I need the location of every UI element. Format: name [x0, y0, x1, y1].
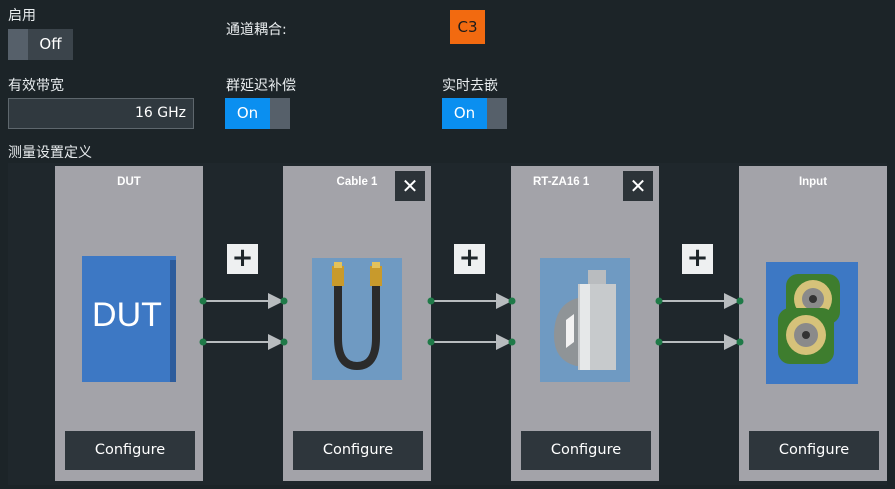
bandwidth-label: 有效带宽	[8, 78, 64, 94]
block-input[interactable]: Input Configure	[739, 166, 887, 481]
enable-label: 启用	[8, 8, 36, 24]
cable-icon	[312, 258, 402, 380]
port-dot	[655, 338, 663, 346]
realtime-deembed-label: 实时去嵌	[442, 78, 498, 94]
toggle-knob	[487, 98, 507, 129]
port-dot	[199, 297, 207, 305]
configure-button[interactable]: Configure	[293, 431, 423, 470]
configure-button[interactable]: Configure	[521, 431, 651, 470]
channel-coupling-label: 通道耦合:	[226, 22, 287, 38]
setup-definition-label: 测量设置定义	[8, 145, 92, 161]
bandwidth-field[interactable]: 16 GHz	[8, 98, 194, 129]
block-title: Input	[798, 176, 828, 188]
group-delay-toggle[interactable]: On	[225, 98, 290, 129]
port-dot	[736, 297, 744, 305]
toggle-label: On	[225, 98, 270, 129]
remove-block-icon[interactable]: ✕	[395, 171, 425, 201]
block-title: DUT	[117, 176, 141, 188]
block-title: Cable 1	[336, 176, 378, 188]
realtime-deembed-toggle[interactable]: On	[442, 98, 507, 129]
block-probe-adapter[interactable]: RT-ZA16 1 ✕ Configure	[511, 166, 659, 481]
group-delay-label: 群延迟补偿	[226, 78, 296, 94]
remove-block-icon[interactable]: ✕	[623, 171, 653, 201]
port-dot	[736, 338, 744, 346]
port-dot	[508, 297, 516, 305]
configure-button[interactable]: Configure	[749, 431, 879, 470]
toggle-knob	[8, 29, 28, 60]
add-block-button[interactable]: +	[682, 244, 713, 274]
dut-icon-text: DUT	[92, 296, 162, 334]
toggle-label: On	[442, 98, 487, 129]
add-block-button[interactable]: +	[454, 244, 485, 274]
probe-adapter-icon	[540, 258, 630, 382]
toggle-label: Off	[28, 29, 73, 60]
port-dot	[280, 297, 288, 305]
toggle-knob	[270, 98, 290, 129]
channel-badge[interactable]: C3	[450, 10, 485, 44]
dut-icon: DUT	[82, 256, 176, 382]
configure-button[interactable]: Configure	[65, 431, 195, 470]
block-cable[interactable]: Cable 1 ✕ Configure	[283, 166, 431, 481]
add-block-button[interactable]: +	[227, 244, 258, 274]
port-dot	[280, 338, 288, 346]
port-dot	[655, 297, 663, 305]
port-dot	[199, 338, 207, 346]
port-dot	[427, 297, 435, 305]
input-connector-icon	[766, 262, 858, 384]
block-title: RT-ZA16 1	[533, 176, 590, 188]
port-dot	[508, 338, 516, 346]
port-dot	[427, 338, 435, 346]
enable-toggle[interactable]: Off	[8, 29, 73, 60]
block-dut[interactable]: DUT DUT Configure	[55, 166, 203, 481]
